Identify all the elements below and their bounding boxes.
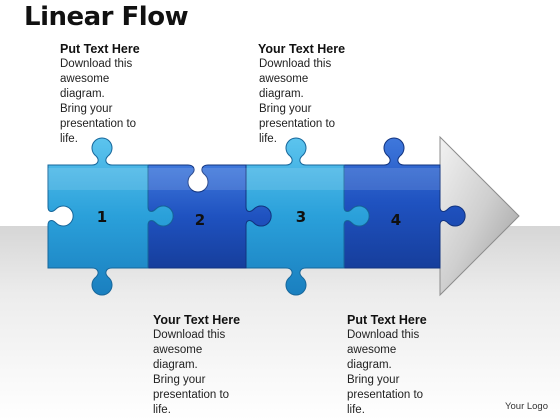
body-line: presentation to: [153, 389, 230, 401]
text-block-heading: Put Text Here: [60, 42, 140, 56]
text-block-heading: Your Text Here: [153, 313, 241, 327]
page-title: Linear Flow: [24, 2, 189, 32]
body-line: presentation to: [60, 118, 137, 130]
body-line: presentation to: [347, 389, 424, 401]
body-line: life.: [60, 133, 78, 145]
body-line: awesome: [153, 344, 203, 356]
piece-2-label: 2: [195, 211, 205, 229]
body-line: diagram.: [347, 359, 392, 371]
body-line: Bring your: [60, 103, 113, 115]
text-block-heading: Put Text Here: [347, 313, 427, 327]
body-line: life.: [153, 404, 171, 416]
body-line: presentation to: [259, 118, 336, 130]
body-line: life.: [259, 133, 277, 145]
body-line: life.: [347, 404, 365, 416]
piece-4-label: 4: [391, 211, 401, 229]
body-line: Download this: [60, 58, 133, 70]
text-block-2: Your Text Here Download this awesome dia…: [258, 42, 378, 147]
text-block-1: Put Text Here Download this awesome diag…: [60, 42, 180, 147]
body-line: diagram.: [153, 359, 198, 371]
body-line: Download this: [153, 329, 226, 341]
logo-text: Your Logo: [505, 401, 548, 412]
text-block-body: Download this awesome diagram. Bring you…: [60, 57, 180, 147]
pieces-highlight: [48, 168, 440, 190]
puzzle-piece-1: [47, 137, 174, 296]
body-line: awesome: [347, 344, 397, 356]
piece-1-label: 1: [97, 208, 107, 226]
text-block-body: Download this awesome diagram. Bring you…: [153, 328, 273, 418]
piece-3-label: 3: [296, 208, 306, 226]
body-line: Bring your: [259, 103, 312, 115]
body-line: diagram.: [259, 88, 304, 100]
body-line: awesome: [259, 73, 309, 85]
text-block-4: Put Text Here Download this awesome diag…: [347, 313, 467, 418]
text-block-3: Your Text Here Download this awesome dia…: [153, 313, 273, 418]
text-block-body: Download this awesome diagram. Bring you…: [258, 57, 378, 147]
text-block-body: Download this awesome diagram. Bring you…: [347, 328, 467, 418]
body-line: Bring your: [153, 374, 206, 386]
body-line: diagram.: [60, 88, 105, 100]
body-line: Download this: [347, 329, 420, 341]
body-line: awesome: [60, 73, 110, 85]
body-line: Download this: [259, 58, 332, 70]
body-line: Bring your: [347, 374, 400, 386]
text-block-heading: Your Text Here: [258, 42, 346, 56]
